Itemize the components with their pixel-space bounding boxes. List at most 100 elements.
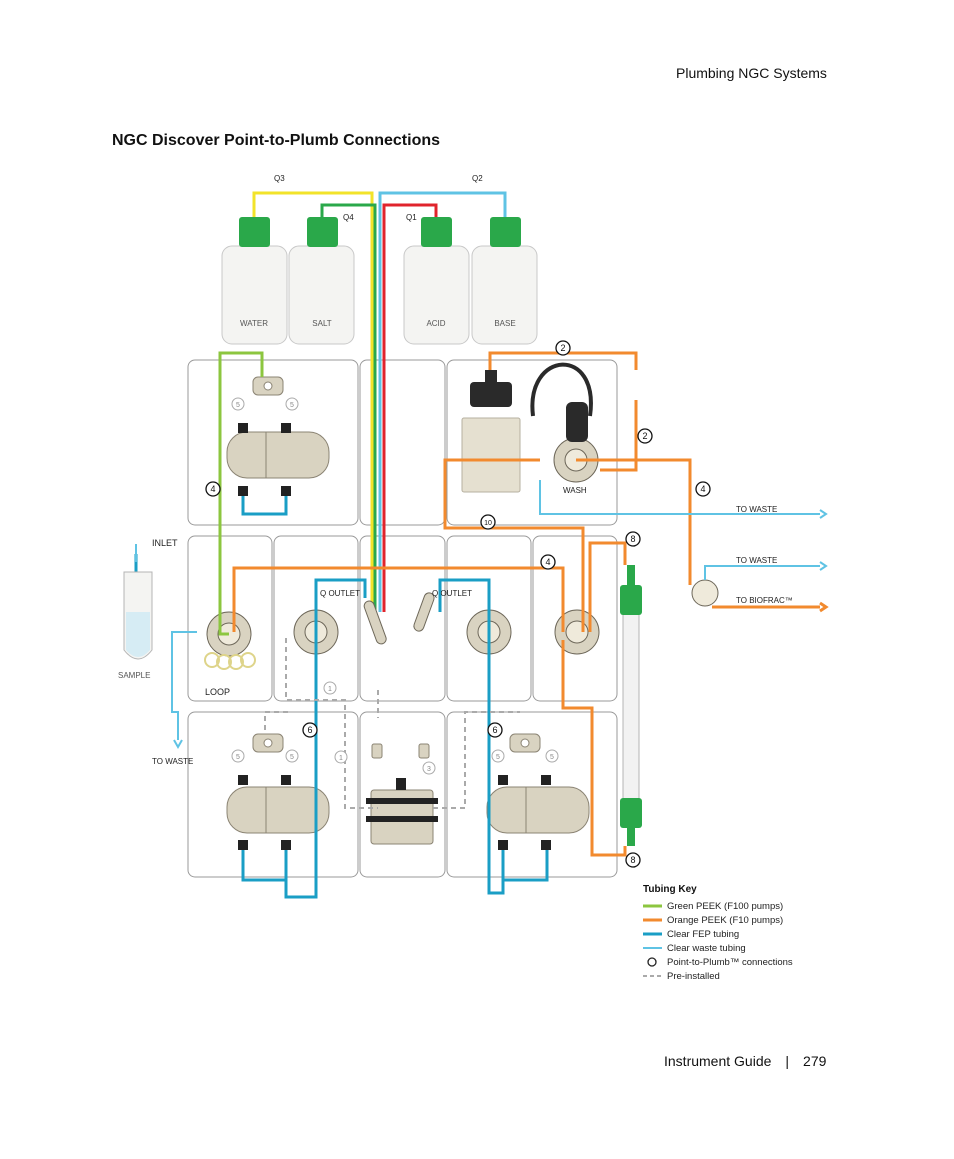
pre-1-b: 1 [334, 750, 348, 764]
flow-label-q3: Q3 [274, 174, 285, 183]
mixer [366, 743, 438, 845]
svg-text:Clear waste tubing: Clear waste tubing [667, 943, 746, 954]
svg-text:Orange PEEK (F10 pumps): Orange PEEK (F10 pumps) [667, 915, 783, 926]
footer-separator: | [785, 1053, 790, 1069]
svg-text:5: 5 [496, 754, 500, 761]
svg-text:1: 1 [339, 755, 343, 762]
ptp-8-top: 8 [625, 531, 641, 547]
tubing-key: Tubing Key Green PEEK (F100 pumps) Orang… [643, 884, 793, 982]
flow-label-q2: Q2 [472, 174, 483, 183]
ptp-8-bottom: 8 [625, 852, 641, 868]
svg-text:4: 4 [700, 484, 705, 494]
column [620, 565, 642, 846]
detector-block [461, 362, 593, 493]
svg-text:5: 5 [290, 402, 294, 409]
bottle-water: WATER [221, 217, 288, 345]
bottle-label-base: BASE [494, 319, 515, 328]
ptp-6-left: 6 [302, 722, 318, 738]
label-q-outlet-2: Q OUTLET [432, 589, 472, 598]
bottle-label-water: WATER [240, 319, 268, 328]
bottle-label-salt: SALT [312, 319, 332, 328]
module-panels [187, 359, 618, 878]
pump-c [486, 733, 590, 850]
green-peek-tubing [218, 351, 264, 636]
svg-text:4: 4 [545, 557, 550, 567]
svg-text:5: 5 [550, 754, 554, 761]
inlet-tubing [252, 191, 507, 612]
dest-to-waste-mid: TO WASTE [736, 556, 777, 565]
ptp-4-mid: 4 [540, 554, 556, 570]
pump-a [226, 376, 330, 496]
pre-1-a: 1 [323, 681, 337, 695]
fraction-connector [691, 579, 719, 607]
loop-coil [204, 652, 256, 670]
label-q-outlet-1: Q OUTLET [320, 589, 360, 598]
footer-guide-name: Instrument Guide [664, 1053, 772, 1069]
key-item-clear-fep: Clear FEP tubing [643, 929, 739, 940]
svg-text:Point-to-Plumb™ connections: Point-to-Plumb™ connections [667, 957, 793, 968]
pump-b [226, 733, 330, 850]
ptp-4-left: 4 [205, 481, 221, 497]
key-item-pre-installed: Pre-installed [643, 971, 720, 982]
ptp-2-right: 2 [637, 428, 653, 444]
page-footer: Instrument Guide | 279 [664, 1053, 826, 1069]
pre-5-d: 5 [285, 749, 299, 763]
svg-text:Clear FEP tubing: Clear FEP tubing [667, 929, 739, 940]
svg-text:5: 5 [290, 754, 294, 761]
svg-text:3: 3 [427, 766, 431, 773]
clear-fep-tubing [134, 496, 549, 899]
dest-to-waste-top: TO WASTE [736, 505, 777, 514]
svg-text:10: 10 [484, 520, 492, 527]
pre-installed-tubing [264, 638, 520, 809]
pre-3: 3 [422, 761, 436, 775]
svg-text:4: 4 [210, 484, 215, 494]
key-item-orange: Orange PEEK (F10 pumps) [643, 915, 783, 926]
pre-5-f: 5 [545, 749, 559, 763]
bottle-label-acid: ACID [426, 319, 445, 328]
pre-5-c: 5 [231, 749, 245, 763]
pre-5-b: 5 [285, 397, 299, 411]
key-item-clear-waste: Clear waste tubing [643, 943, 746, 954]
svg-text:2: 2 [560, 343, 565, 353]
destination-arrows [173, 509, 829, 750]
dest-to-waste-left: TO WASTE [152, 757, 193, 766]
pre-5-e: 5 [491, 749, 505, 763]
flow-label-q1: Q1 [406, 213, 417, 222]
svg-text:6: 6 [307, 725, 312, 735]
svg-text:6: 6 [492, 725, 497, 735]
pre-5-a: 5 [231, 397, 245, 411]
svg-text:8: 8 [630, 855, 635, 865]
ptp-10: 10 [480, 514, 496, 530]
key-item-green: Green PEEK (F100 pumps) [643, 901, 783, 912]
svg-text:2: 2 [642, 431, 647, 441]
flow-label-q4: Q4 [343, 213, 354, 222]
svg-text:Green PEEK (F100 pumps): Green PEEK (F100 pumps) [667, 901, 783, 912]
switch-valves [363, 592, 435, 645]
key-item-point-to-plumb: Point-to-Plumb™ connections [647, 957, 793, 968]
clear-waste-tubing [135, 480, 820, 740]
svg-text:Pre-installed: Pre-installed [667, 971, 720, 982]
section-heading: NGC Discover Point-to-Plumb Connections [112, 132, 441, 149]
svg-text:5: 5 [236, 754, 240, 761]
orange-peek-tubing [232, 351, 820, 857]
bottle-salt: SALT [288, 217, 355, 345]
sample-tube [123, 571, 153, 660]
bottles: WATER SALT ACID BASE [221, 217, 538, 345]
tubing-key-title: Tubing Key [643, 884, 697, 895]
running-header: Plumbing NGC Systems [676, 65, 827, 81]
bottle-base: BASE [471, 217, 538, 345]
label-wash: WASH [563, 486, 587, 495]
svg-text:1: 1 [328, 686, 332, 693]
dest-to-biofrac: TO BIOFRAC™ [736, 596, 793, 605]
ptp-6-right: 6 [487, 722, 503, 738]
label-inlet: INLET [152, 538, 178, 548]
ptp-4-right: 4 [695, 481, 711, 497]
ptp-2-top: 2 [555, 340, 571, 356]
label-loop: LOOP [205, 687, 230, 697]
svg-text:5: 5 [236, 402, 240, 409]
bottle-acid: ACID [403, 217, 470, 345]
svg-text:8: 8 [630, 534, 635, 544]
label-sample: SAMPLE [118, 671, 150, 680]
page-number: 279 [803, 1053, 827, 1069]
